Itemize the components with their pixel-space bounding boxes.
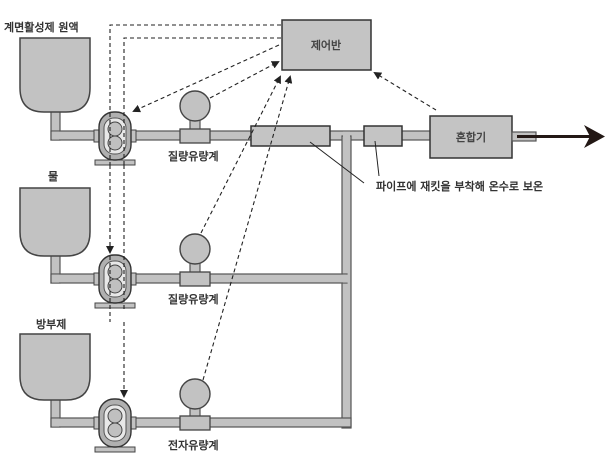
flowmeter-1: [179, 90, 211, 144]
flowmeter-label-1: 질량유량계: [168, 149, 219, 163]
main-pipe: [129, 130, 433, 429]
signal-line-pump2-upper: [123, 37, 281, 165]
tank-preservative: [19, 333, 98, 428]
pump-2: [93, 254, 137, 309]
flowmeter-2: [179, 233, 211, 287]
tank-water: [19, 187, 98, 284]
pipe-jacket-2: [363, 125, 403, 147]
jacket-note: 파이프에 재킷을 부착해 온수로 보온: [376, 179, 543, 193]
mixer: [429, 115, 513, 159]
pipe-jacket-1: [250, 125, 331, 147]
pump-3: [93, 398, 137, 453]
callout-line-2: [374, 140, 380, 177]
signal-arrow-flowmeter2: [200, 75, 281, 234]
tank-surfactant: [19, 37, 98, 141]
signal-arrow-flowmeter1: [209, 61, 280, 99]
flowmeter-label-3: 전자유량계: [168, 438, 219, 452]
tank-label-preservative: 방부제: [36, 317, 66, 331]
control-panel: [281, 19, 372, 71]
control-panel-label: 제어반: [311, 38, 341, 52]
mixer-label: 혼합기: [456, 130, 486, 144]
signal-arrow-flowmeter3: [202, 75, 293, 381]
signal-arrow-pump1: [132, 44, 280, 113]
output-arrow-head: [584, 125, 605, 148]
signal-arrow-mixer: [373, 71, 437, 111]
callout-line-1: [309, 141, 365, 184]
flowmeter-3: [179, 378, 211, 431]
tank-label-surfactant: 계면활성제 원액: [4, 20, 79, 34]
flowmeter-label-2: 질량유량계: [168, 292, 219, 306]
tank-label-water: 물: [48, 170, 58, 183]
pump-1: [93, 111, 137, 166]
signal-lines: [106, 24, 437, 398]
signal-line-pump3-upper: [109, 24, 281, 165]
